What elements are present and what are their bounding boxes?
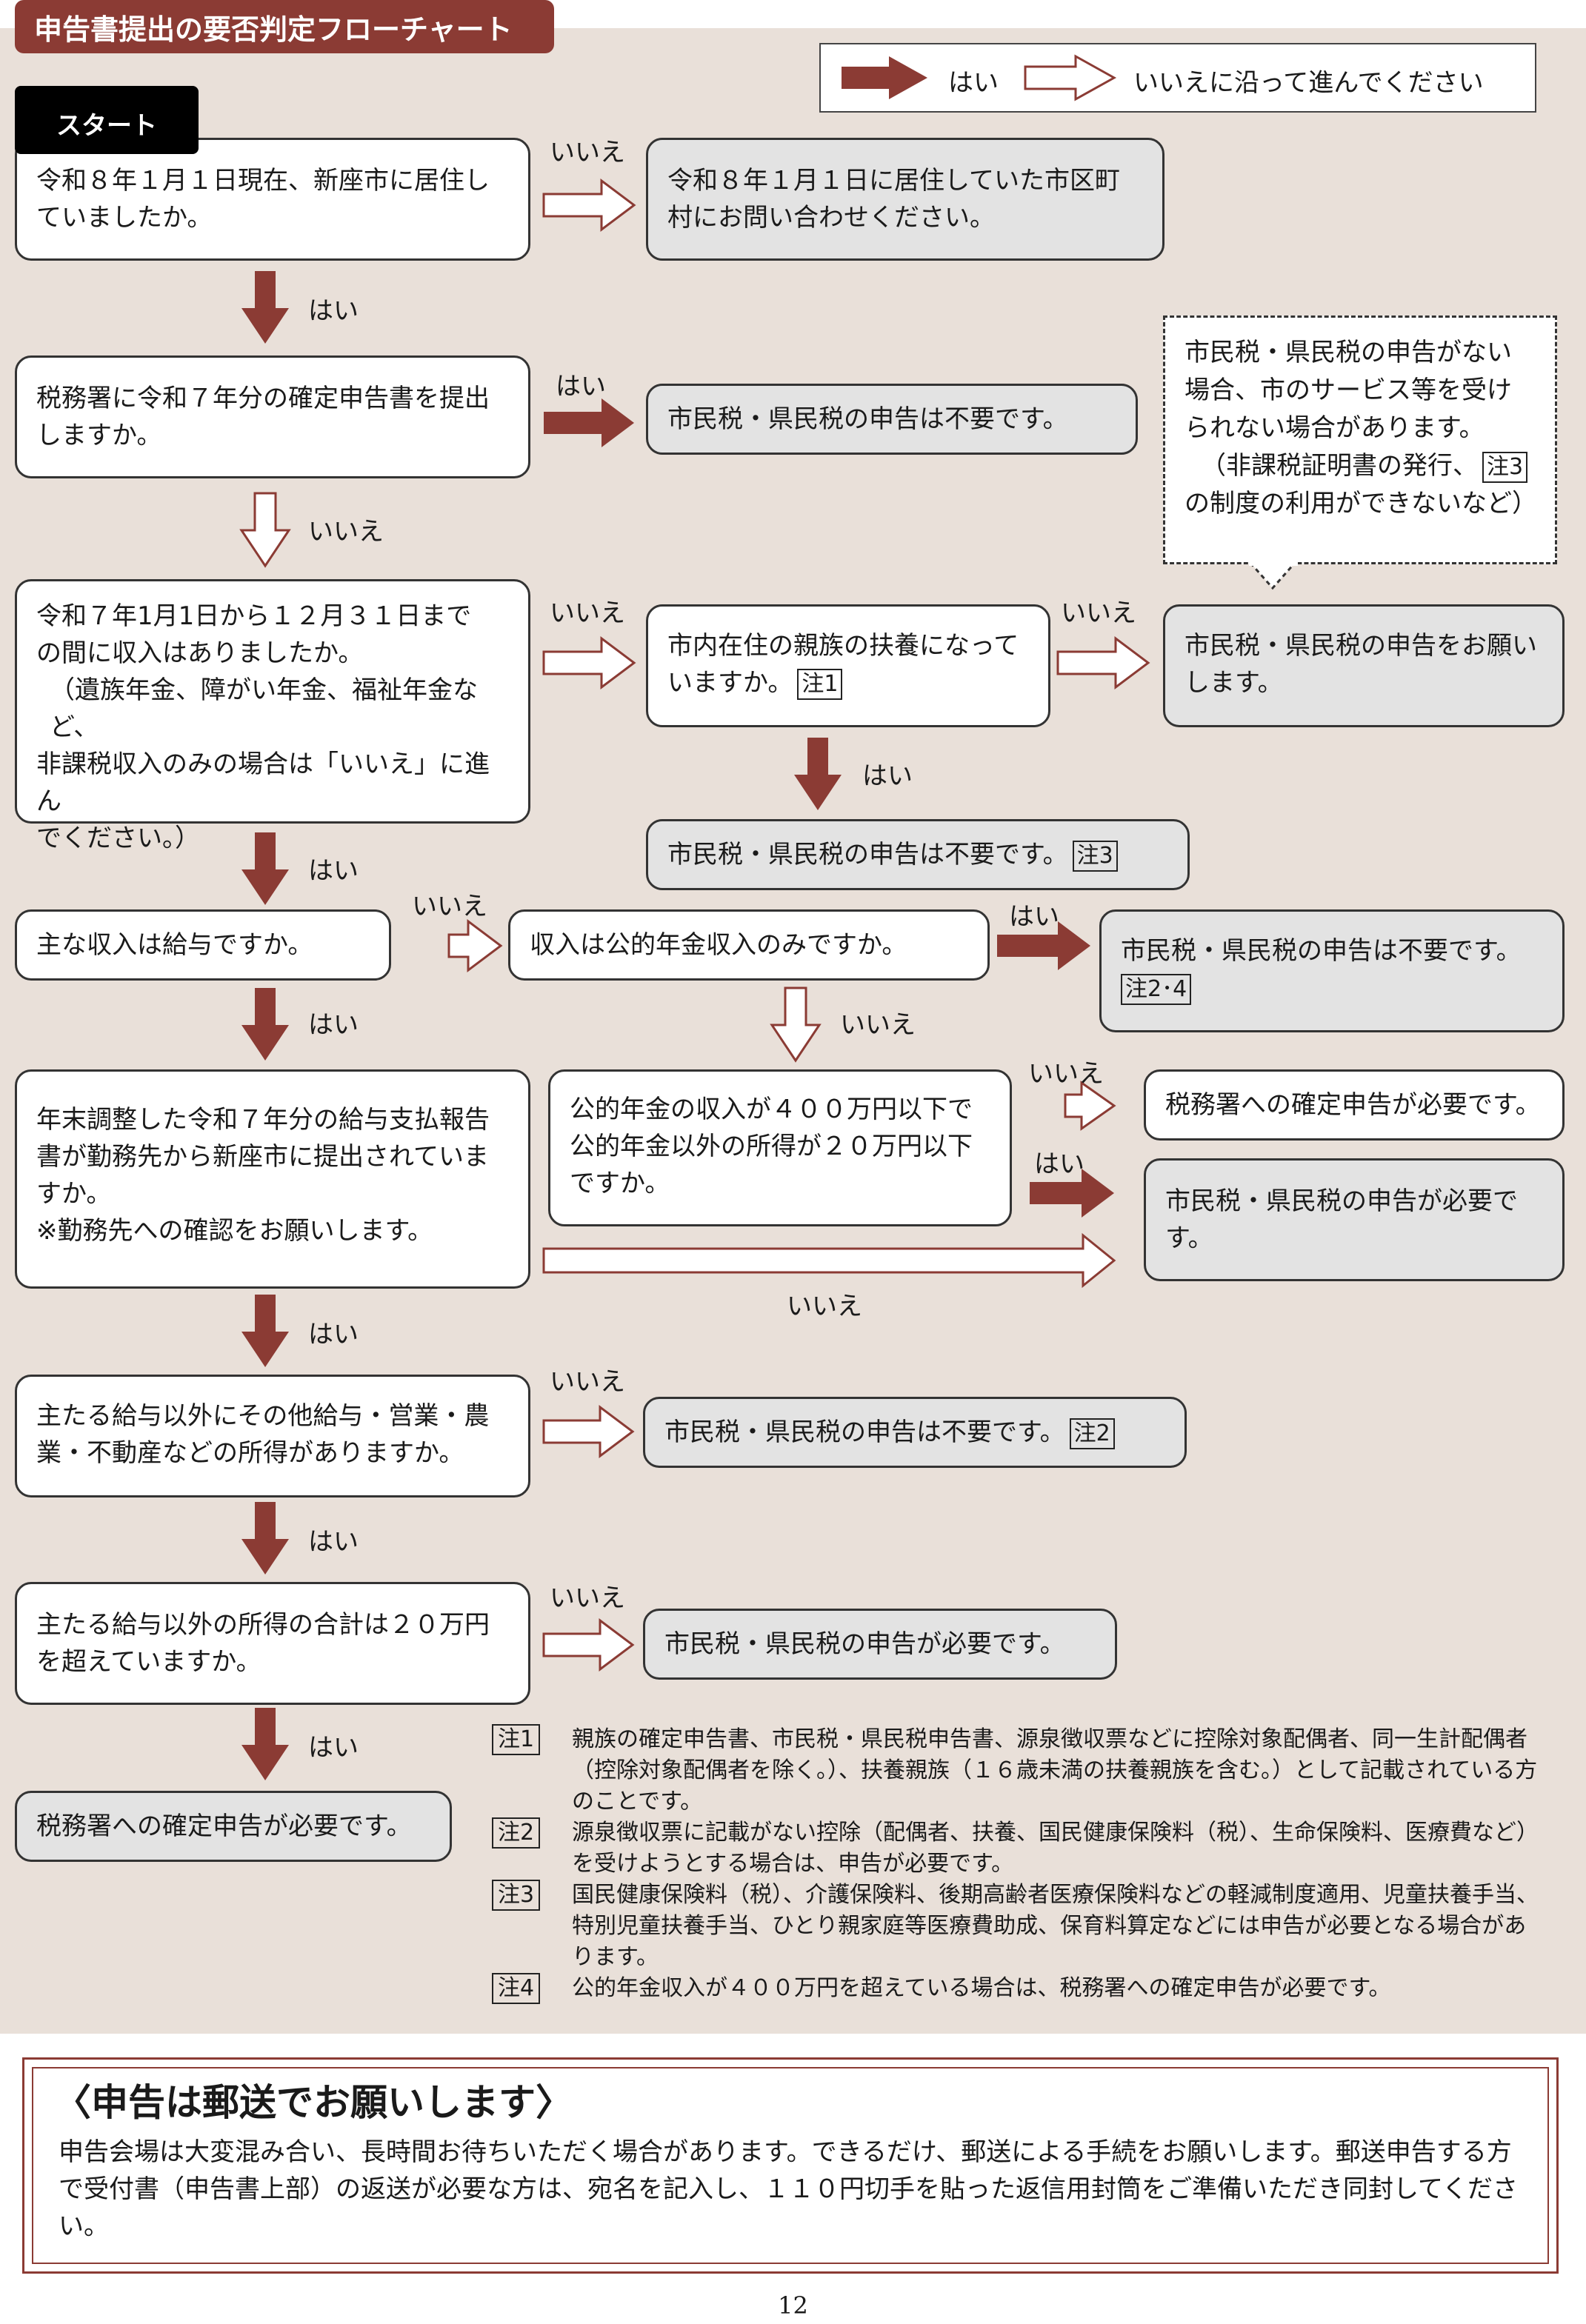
footnote: 注3 国民健康保険料（税）、介護保険料、後期高齢者医療保険料などの軽減制度適用、… (492, 1880, 1544, 1973)
result-not-required-note2: 市民税・県民税の申告は不要です。注2 (643, 1397, 1187, 1468)
arrow-yes-q5 (241, 1295, 289, 1367)
arrow-yes-q6 (241, 1502, 289, 1575)
question-pension-only: 収入は公的年金収入のみですか。 (508, 909, 990, 981)
legend-no-arrow (1024, 54, 1117, 101)
arrow-no-q4 (447, 919, 503, 972)
question-dependent: 市内在住の親族の扶養になっていますか。注1 (646, 604, 1050, 727)
caution-note: 市民税・県民税の申告がない 場合、市のサービス等を受け られない場合があります。… (1163, 315, 1557, 564)
mail-notice-body: 申告会場は大変混み合い、長時間お待ちいただく場合があります。できるだけ、郵送によ… (59, 2137, 1518, 2241)
label-yes: はい (862, 761, 913, 791)
arrow-yes-dependent (794, 738, 842, 810)
label-no: いいえ (308, 517, 384, 547)
arrow-no-q3 (542, 636, 636, 689)
label-no: いいえ (787, 1292, 862, 1321)
footnote-tag: 注4 (492, 1973, 541, 2004)
note-ref-2: 注2 (1069, 1418, 1115, 1449)
question-pension-limits: 公的年金の収入が４００万円以下で 公的年金以外の所得が２０万円以下 ですか。 (548, 1069, 1012, 1226)
footnotes: 注1 親族の確定申告書、市民税・県民税申告書、源泉徴収票などに控除対象配偶者、同… (492, 1724, 1544, 2004)
label-yes: はい (308, 1320, 359, 1349)
mail-notice-title: 〈申告は郵送でお願いします〉 (54, 2081, 573, 2124)
label-no: いいえ (550, 138, 625, 167)
arrow-no-q2 (240, 492, 290, 567)
result-not-required: 市民税・県民税の申告は不要です。 (646, 384, 1138, 455)
legend-yes-arrow (842, 56, 927, 99)
footnote-tag: 注3 (492, 1880, 541, 1911)
result-tax-office: 税務署への確定申告が必要です。 (1144, 1069, 1565, 1141)
label-yes: はい (308, 1733, 359, 1763)
label-yes: はい (308, 1010, 359, 1040)
arrow-yes-q2 (544, 398, 634, 447)
note-ref-1: 注1 (797, 669, 843, 700)
mail-notice: 〈申告は郵送でお願いします〉 申告会場は大変混み合い、長時間お待ちいただく場合が… (22, 2057, 1559, 2274)
question-salary: 主な収入は給与ですか。 (15, 909, 391, 981)
footnote-text: 国民健康保険料（税）、介護保険料、後期高齢者医療保険料などの軽減制度適用、児童扶… (572, 1882, 1539, 1970)
arrow-yes-q4 (241, 988, 289, 1061)
result-tax-office-final: 税務署への確定申告が必要です。 (15, 1791, 452, 1862)
label-no: いいえ (412, 892, 487, 921)
result-not-required-note3: 市民税・県民税の申告は不要です。注3 (646, 819, 1190, 890)
page-number: 12 (778, 2291, 808, 2320)
result-ask-city: 令和８年１月１日に居住していた市区町村にお問い合わせください。 (646, 138, 1164, 261)
label-no: いいえ (1061, 598, 1136, 628)
label-no: いいえ (550, 598, 625, 628)
arrow-no-pension-only (770, 986, 821, 1062)
start-label: スタート (15, 86, 199, 154)
label-yes: はい (556, 372, 606, 401)
arrow-yes-q7 (241, 1708, 289, 1780)
arrow-no-q1 (542, 178, 636, 232)
footnote: 注1 親族の確定申告書、市民税・県民税申告書、源泉徴収票などに控除対象配偶者、同… (492, 1724, 1544, 1817)
note-ref-2-4: 注2･4 (1121, 974, 1192, 1005)
mail-notice-inner-border (32, 2067, 1549, 2264)
label-no: いいえ (1028, 1059, 1104, 1089)
result-required: 市民税・県民税の申告が必要です。 (1144, 1158, 1565, 1281)
label-no: いいえ (840, 1010, 916, 1040)
question-residence: 令和８年１月１日現在、新座市に居住していましたか。 (15, 138, 530, 261)
note-ref-3: 注3 (1482, 452, 1528, 483)
question-salary-report: 年末調整した令和７年分の給与支払報告 書が勤務先から新座市に提出されていま すか… (15, 1069, 530, 1289)
arrow-no-dependent (1056, 636, 1150, 689)
result-not-required-note24: 市民税・県民税の申告は不要です。 注2･4 (1099, 909, 1565, 1032)
label-yes: はい (1009, 902, 1059, 932)
footnote: 注4 公的年金収入が４００万円を超えている場合は、税務署への確定申告が必要です。 (492, 1973, 1544, 2004)
label-yes: はい (308, 296, 359, 326)
label-no: いいえ (550, 1583, 625, 1613)
arrow-no-q5-long (542, 1232, 1116, 1289)
arrow-yes-pension-limits (1030, 1169, 1114, 1218)
note-ref-3: 注3 (1072, 841, 1118, 872)
arrow-no-q7 (542, 1618, 635, 1672)
arrow-yes-q1 (241, 271, 289, 344)
label-yes: はい (308, 1527, 359, 1557)
footnote-tag: 注1 (492, 1724, 541, 1755)
result-request: 市民税・県民税の申告をお願いします。 (1163, 604, 1565, 727)
legend-yes-label: はい (948, 68, 999, 98)
question-tax-return: 税務署に令和７年分の確定申告書を提出しますか。 (15, 355, 530, 478)
legend-no-label: いいえに沿って進んでください (1133, 68, 1484, 98)
label-no: いいえ (550, 1367, 625, 1397)
footnote-text: 源泉徴収票に記載がない控除（配偶者、扶養、国民健康保険料（税）、生命保険料、医療… (572, 1820, 1539, 1877)
footnote-text: 親族の確定申告書、市民税・県民税申告書、源泉徴収票などに控除対象配偶者、同一生計… (572, 1726, 1538, 1814)
result-required-final: 市民税・県民税の申告が必要です。 (643, 1609, 1117, 1680)
label-yes: はい (308, 856, 359, 886)
legend: はい いいえに沿って進んでください (819, 43, 1536, 113)
question-other-income: 主たる給与以外にその他給与・営業・農業・不動産などの所得がありますか。 (15, 1375, 530, 1497)
arrow-yes-pension-only (997, 921, 1090, 970)
question-income: 令和７年1月1日から１２月３１日まで の間に収入はありましたか。 （遺族年金、障… (15, 579, 530, 853)
footnote-tag: 注2 (492, 1817, 541, 1849)
page-title: 申告書提出の要否判定フローチャート (15, 0, 554, 53)
question-income-over-200k: 主たる給与以外の所得の合計は２０万円を超えていますか。 (15, 1582, 530, 1705)
arrow-no-q6 (542, 1405, 635, 1458)
footnote-text: 公的年金収入が４００万円を超えている場合は、税務署への確定申告が必要です。 (572, 1975, 1391, 2001)
label-yes: はい (1034, 1149, 1084, 1179)
arrow-no-pension-limits (1064, 1081, 1116, 1131)
caution-pointer (1249, 561, 1298, 590)
footnote: 注2 源泉徴収票に記載がない控除（配偶者、扶養、国民健康保険料（税）、生命保険料… (492, 1817, 1544, 1880)
